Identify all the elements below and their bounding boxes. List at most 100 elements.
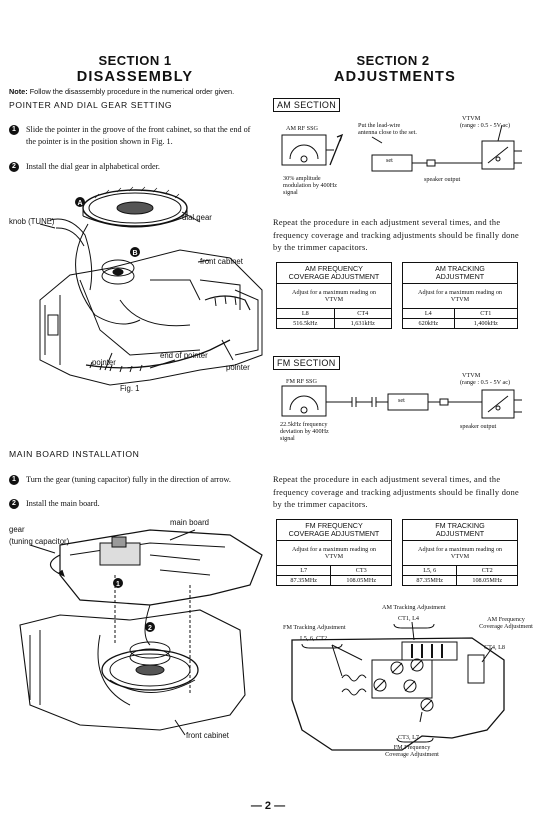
fm-tracking-part-high: CT2	[456, 565, 518, 576]
fm-coverage-freq-high: 108.05MHz	[330, 575, 392, 586]
am-tracking-adjustment-label: AM Tracking Adjustment	[382, 604, 446, 611]
am-procedure-paragraph: Repeat the procedure in each adjustment …	[273, 218, 520, 252]
step-number-badge: 2	[9, 162, 19, 172]
am-vtvm-label: VTVM	[462, 115, 481, 122]
fm-tracking-part-low: L5, 6	[401, 565, 458, 576]
fm-coverage-title1: FM FREQUENCY	[305, 521, 363, 530]
am-coverage-title1: AM FREQUENCY	[305, 264, 363, 273]
main-board-heading: MAIN BOARD INSTALLATION	[9, 449, 140, 459]
fm-tracking-title2: ADJUSTMENT	[435, 529, 485, 538]
fig1-caption: Fig. 1	[120, 384, 140, 393]
am-tracking-part-low: L4	[402, 308, 455, 319]
fm-coverage-note: Adjust for a maximum reading on VTVM	[276, 540, 392, 566]
step-number-badge: 1	[9, 475, 19, 485]
fig1-pointer-right-label: pointer	[226, 363, 250, 372]
section2-title: SECTION 2	[356, 53, 430, 68]
fm-vtvm-label: VTVM	[462, 372, 481, 379]
am-coverage-title2: COVERAGE ADJUSTMENT	[288, 272, 380, 281]
am-coverage-freq-low: 516.5kHz	[276, 318, 335, 329]
fig1-pointer-left-label: pointer	[92, 358, 116, 367]
fm-frequency-coverage-label: FM Frequency Coverage Adjustment	[385, 744, 439, 758]
fm-deviation-note: 22.5kHz frequency deviation by 400Hz sig…	[280, 421, 329, 442]
note-label: Note:	[9, 87, 28, 96]
fm-speaker-output-label: speaker output	[460, 423, 497, 430]
main-step-2-text: Install the main board.	[26, 499, 100, 508]
am-tracking-part-high: CT1	[453, 308, 519, 319]
fm-section-label: FM SECTION	[273, 356, 340, 370]
main-step-2: 2 Install the main board.	[9, 498, 261, 510]
step-number-badge: 1	[9, 125, 19, 135]
step-number-badge: 2	[9, 499, 19, 509]
am-speaker-output-label: speaker output	[424, 176, 461, 183]
fig2-gear-label: gear	[9, 525, 25, 534]
fm-ssg-label: FM RF SSG	[286, 378, 317, 385]
fm-coverage-freq-low: 87.35MHz	[275, 575, 332, 586]
ct3-l7-label: CT3, L7	[398, 734, 419, 741]
fm-coverage-title2: COVERAGE ADJUSTMENT	[288, 529, 380, 538]
am-tracking-freq-low: 620kHz	[402, 318, 455, 329]
fm-coverage-part-low: L7	[275, 565, 332, 576]
section1-title: SECTION 1	[98, 53, 172, 68]
marker-1	[113, 578, 123, 588]
marker-a	[75, 197, 85, 207]
adjustment-locations-diagram	[291, 621, 505, 751]
l56-ct2-label: L5, 6, CT2	[300, 635, 328, 642]
fig1-knob-label: knob (TUNE)	[9, 217, 55, 226]
fm-coverage-part-high: CT3	[330, 565, 392, 576]
fig1-dial-gear-drawing: A B	[39, 186, 263, 386]
fig2-main-board-label: main board	[170, 518, 210, 527]
fig2-main-board-drawing: 1 2	[19, 529, 263, 736]
pointer-step-2-text: Install the dial gear in alphabetical or…	[26, 162, 160, 171]
am-coverage-part-low: L8	[276, 308, 335, 319]
pointer-step-1: 1 Slide the pointer in the groove of the…	[9, 124, 261, 148]
am-modulation-note: 30% amplitude modulation by 400Hz signal	[283, 175, 337, 196]
fig1-front-cabinet-label: front cabinet	[200, 257, 243, 266]
marker-2-label: 2	[148, 625, 152, 632]
ct1-l4-label: CT1, L4	[398, 615, 419, 622]
fig2-front-cabinet-label: front cabinet	[186, 731, 229, 740]
marker-a-label: A	[77, 200, 82, 207]
am-vtvm-range: (range : 0.5 - 5V ac)	[460, 122, 511, 129]
fm-procedure-paragraph: Repeat the procedure in each adjustment …	[273, 475, 520, 509]
pointer-heading: POINTER AND DIAL GEAR SETTING	[9, 100, 173, 110]
am-tracking-title1: AM TRACKING	[435, 264, 485, 273]
am-ssg-label: AM RF SSG	[286, 125, 318, 132]
fm-test-setup-diagram	[281, 385, 522, 419]
pointer-step-1-text: Slide the pointer in the groove of the f…	[26, 125, 251, 146]
fm-set-label: set	[398, 397, 405, 404]
fm-tracking-note: Adjust for a maximum reading on VTVM	[402, 540, 518, 566]
am-tracking-title2: ADJUSTMENT	[435, 272, 485, 281]
am-coverage-note: Adjust for a maximum reading on VTVM	[276, 283, 392, 309]
marker-b-label: B	[132, 250, 137, 257]
am-lead-wire-note: Put the lead-wire antenna close to the s…	[358, 122, 417, 136]
page-number: — 2 —	[250, 800, 286, 812]
main-step-1-text: Turn the gear (tuning capacitor) fully i…	[26, 475, 231, 484]
main-step-1: 1 Turn the gear (tuning capacitor) fully…	[9, 474, 261, 486]
fm-tracking-title1: FM TRACKING	[435, 521, 485, 530]
am-set-label: set	[386, 157, 393, 164]
fm-tracking-freq-high: 108.05MHz	[456, 575, 518, 586]
fig2-tuning-capacitor-label: (tuning capacitor)	[9, 537, 70, 546]
marker-2	[145, 622, 155, 632]
fig1-end-of-pointer-label: end of pointer	[160, 351, 208, 360]
am-tracking-note: Adjust for a maximum reading on VTVM	[402, 283, 518, 309]
note-text: Follow the disassembly procedure in the …	[29, 87, 235, 96]
section2-subtitle: ADJUSTMENTS	[334, 69, 456, 85]
section1-subtitle: DISASSEMBLY	[76, 69, 194, 85]
fm-tracking-freq-low: 87.35MHz	[401, 575, 458, 586]
am-test-setup-diagram	[281, 124, 522, 172]
am-section-label: AM SECTION	[273, 98, 341, 112]
am-frequency-coverage-label: AM Frequency Coverage Adjustment	[479, 616, 533, 630]
marker-b	[130, 247, 140, 257]
fm-vtvm-range: (range : 0.5 - 5V ac)	[460, 379, 511, 386]
marker-1-label: 1	[116, 581, 120, 588]
fig1-dial-gear-label: dial gear	[182, 213, 212, 222]
